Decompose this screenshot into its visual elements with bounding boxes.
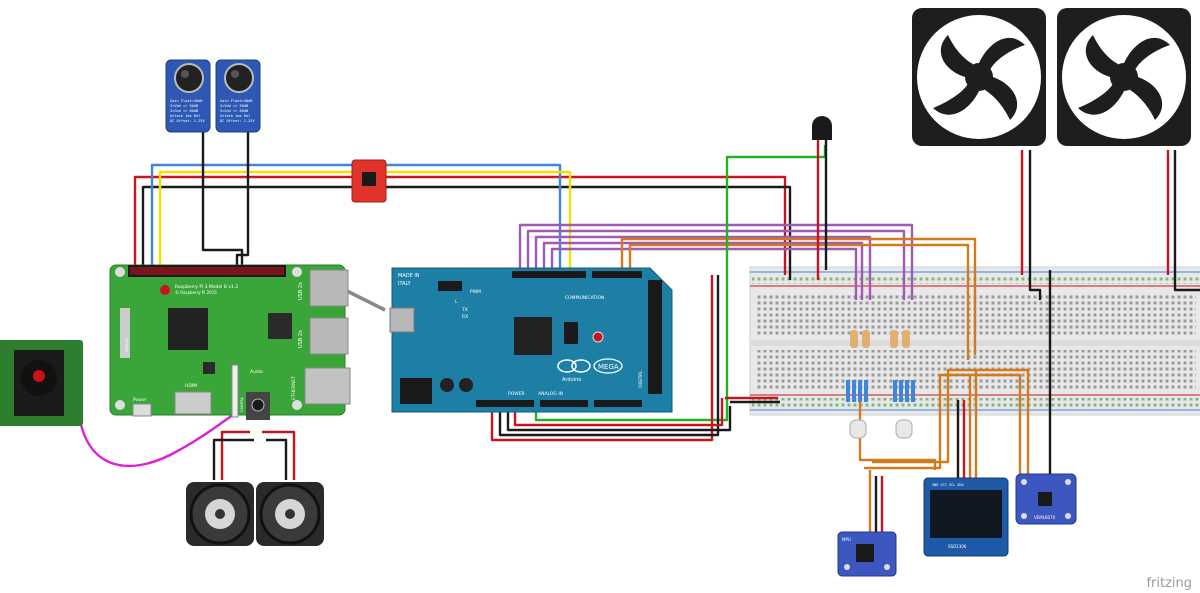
camera-module: [0, 340, 83, 426]
rgb-led-1: [846, 380, 868, 439]
rpi-audio-label: Audio: [250, 369, 263, 375]
oled-pins: GND VCC SCL SDA: [932, 483, 965, 487]
rpi-camera-label: CAMERA: [240, 397, 244, 412]
oled-display: GND VCC SCL SDA SSD1306: [923, 477, 1009, 557]
fritzing-brand: fritzing: [1146, 576, 1192, 591]
microphone-module-1: Gain Float=40dB 3=Vdd => 50dB 3=Gnd => 6…: [165, 59, 211, 133]
rpi-usb-label-2: USB 2x: [298, 330, 304, 348]
raspberry-pi-board: Raspberry Pi 3 Model B v1.2 © Raspberry …: [109, 264, 351, 420]
rpi-title: Raspberry Pi 3 Model B v1.2: [175, 284, 238, 290]
oled-label: SSD1306: [948, 544, 967, 549]
mic-2-line-4: Attack 1ms Rel: [220, 114, 250, 118]
arduino-rx-label: RX: [462, 314, 468, 320]
gyro-label: MPU: [842, 537, 851, 542]
arduino-pwm-label: PWM: [470, 289, 481, 295]
arduino-made-in: MADE IN: [398, 273, 420, 279]
mic-1-line-1: Gain Float=40dB: [170, 99, 202, 103]
arduino-power-label: POWER: [508, 391, 525, 397]
mic-1-line-3: 3=Gnd => 60dB: [170, 109, 198, 113]
gyroscope-module: MPU: [837, 531, 897, 577]
arduino-communication-label: COMMUNICATION: [565, 295, 604, 301]
arduino-model: MEGA: [598, 363, 619, 371]
raspberry-logo-icon: [160, 285, 170, 295]
rpi-usb-label: USB 2x: [298, 282, 304, 300]
rpi-display-label: DISPLAY: [125, 337, 129, 352]
mic-2-line-1: Gain Float=40dB: [220, 99, 252, 103]
mic-1-line-5: DC Offset: 1.25V: [170, 119, 205, 123]
mic-2-line-5: DC Offset: 1.25V: [220, 119, 255, 123]
arduino-tx-label: TX: [461, 307, 468, 313]
arduino-analog-label: ANALOG IN: [538, 391, 563, 397]
rgb-led-2: [893, 380, 915, 439]
microphone-module-2: Gain Float=40dB 3=Vdd => 50dB 3=Gnd => 6…: [215, 59, 261, 133]
mic-1-line-2: 3=Vdd => 50dB: [170, 104, 198, 108]
arduino-brand: Arduino: [562, 377, 581, 383]
gpio-header: [128, 265, 286, 277]
fan-2: [1057, 8, 1191, 146]
speaker-1: [186, 482, 254, 546]
resistors: [850, 330, 910, 348]
arduino-mega-board: MADE IN ITALY COMMUNICATION TX RX PWM L …: [389, 267, 673, 413]
rpi-copyright: © Raspberry Pi 2015: [175, 290, 217, 295]
level-shifter: [351, 159, 387, 203]
mic-1-line-4: Attack 1ms Rel: [170, 114, 200, 118]
speaker-2: [256, 482, 324, 546]
arduino-digital-label: DIGITAL: [638, 370, 644, 388]
arduino-logo-icon: [557, 359, 591, 373]
rpi-ethernet-label: ETHERNET: [291, 376, 297, 400]
arduino-italy: ITALY: [398, 281, 412, 287]
rpi-power-label: Power: [133, 397, 147, 403]
arduino-l-label: L: [455, 299, 458, 305]
uv-sensor-label: VEML6070: [1034, 515, 1056, 520]
mic-2-line-3: 3=Gnd => 60dB: [220, 109, 248, 113]
rpi-hdmi-label: HDMI: [185, 383, 197, 389]
temperature-sensor: [812, 116, 832, 140]
uv-sensor-module: VEML6070: [1015, 473, 1077, 525]
mic-2-line-2: 3=Vdd => 50dB: [220, 104, 248, 108]
fan-1: [912, 8, 1046, 146]
